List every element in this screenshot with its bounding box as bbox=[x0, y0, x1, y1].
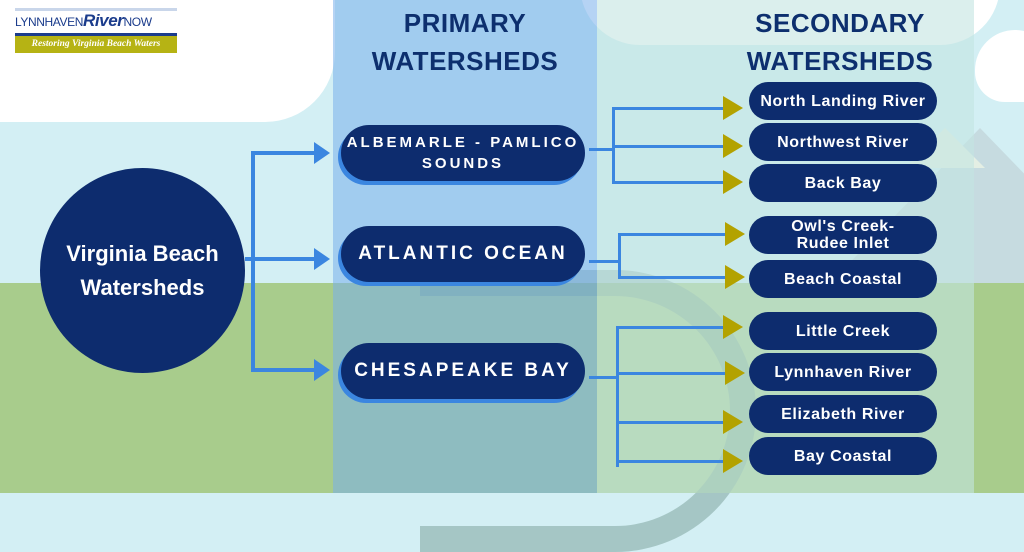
secondary-node-elizabeth-river: Elizabeth River bbox=[749, 395, 937, 433]
secondary-node-north-landing-river: North Landing River bbox=[749, 82, 937, 120]
albemarle-connector-stub bbox=[589, 148, 615, 151]
connector-branch bbox=[616, 460, 724, 463]
logo-text-now: NOW bbox=[123, 15, 153, 29]
heading-line: PRIMARY bbox=[403, 8, 527, 38]
primary-node-chesapeake-bay: CHESAPEAKE BAY bbox=[341, 343, 585, 399]
primary-label-line: SOUNDS bbox=[421, 155, 505, 172]
connector-branch bbox=[612, 107, 724, 110]
secondary-node-back-bay: Back Bay bbox=[749, 164, 937, 202]
connector-to-albemarle bbox=[251, 151, 317, 155]
root-node-virginia-beach-watersheds: Virginia Beach Watersheds bbox=[40, 168, 245, 373]
arrow-right-icon bbox=[723, 449, 743, 473]
secondary-node-owls-creek-rudee-inlet: Owl's Creek- Rudee Inlet bbox=[749, 216, 937, 254]
logo-text-lynnhaven: LYNNHAVEN bbox=[15, 15, 83, 29]
primary-label: CHESAPEAKE BAY bbox=[354, 360, 572, 381]
secondary-node-little-creek: Little Creek bbox=[749, 312, 937, 350]
secondary-label: Little Creek bbox=[795, 322, 891, 340]
connector-branch bbox=[616, 326, 724, 329]
connector-branch bbox=[618, 276, 726, 279]
arrow-right-icon bbox=[723, 134, 743, 158]
connector-branch bbox=[612, 145, 724, 148]
secondary-label: Bay Coastal bbox=[793, 447, 893, 465]
connector-to-atlantic bbox=[251, 257, 317, 261]
secondary-label-line: Owl's Creek- bbox=[791, 218, 895, 235]
arrow-right-icon bbox=[723, 410, 743, 434]
secondary-label: Elizabeth River bbox=[781, 405, 905, 423]
atlantic-connector-trunk bbox=[618, 233, 621, 279]
arrow-right-icon bbox=[725, 222, 745, 246]
lynnhaven-river-now-logo: LYNNHAVENRiverNOW Restoring Virginia Bea… bbox=[15, 8, 177, 53]
secondary-label: North Landing River bbox=[760, 92, 926, 110]
secondary-node-beach-coastal: Beach Coastal bbox=[749, 260, 937, 298]
atlantic-connector-stub bbox=[589, 260, 621, 263]
heading-line: WATERSHEDS bbox=[746, 46, 934, 76]
logo-text-river: River bbox=[82, 11, 124, 30]
primary-node-albemarle-pamlico: ALBEMARLE - PAMLICO SOUNDS bbox=[341, 125, 585, 181]
connector-to-chesapeake bbox=[251, 368, 317, 372]
secondary-node-bay-coastal: Bay Coastal bbox=[749, 437, 937, 475]
connector-branch bbox=[616, 421, 724, 424]
secondary-label: Beach Coastal bbox=[783, 270, 903, 288]
secondary-label-line: Rudee Inlet bbox=[796, 235, 890, 252]
logo-tagline: Restoring Virginia Beach Waters bbox=[15, 33, 177, 53]
arrow-right-icon bbox=[314, 142, 330, 164]
arrow-right-icon bbox=[725, 265, 745, 289]
logo-wordmark: LYNNHAVENRiverNOW bbox=[15, 8, 177, 33]
secondary-label: Lynnhaven River bbox=[774, 363, 912, 381]
primary-watersheds-heading: PRIMARY WATERSHEDS bbox=[333, 4, 597, 80]
connector-branch bbox=[612, 181, 724, 184]
root-connector-trunk bbox=[251, 151, 255, 372]
primary-label: ATLANTIC OCEAN bbox=[358, 243, 568, 264]
arrow-right-icon bbox=[725, 361, 745, 385]
chesapeake-connector-trunk bbox=[616, 326, 619, 467]
secondary-node-lynnhaven-river: Lynnhaven River bbox=[749, 353, 937, 391]
primary-node-atlantic-ocean: ATLANTIC OCEAN bbox=[341, 226, 585, 282]
heading-line: WATERSHEDS bbox=[371, 46, 559, 76]
arrow-right-icon bbox=[723, 315, 743, 339]
root-label-line: Virginia Beach bbox=[66, 240, 219, 266]
secondary-label: Northwest River bbox=[777, 133, 909, 151]
heading-line: SECONDARY bbox=[755, 8, 925, 38]
secondary-watersheds-heading: SECONDARY WATERSHEDS bbox=[700, 4, 980, 80]
chesapeake-connector-stub bbox=[589, 376, 619, 379]
secondary-node-northwest-river: Northwest River bbox=[749, 123, 937, 161]
arrow-right-icon bbox=[723, 96, 743, 120]
primary-label-line: ALBEMARLE - PAMLICO bbox=[346, 134, 580, 151]
arrow-right-icon bbox=[314, 359, 330, 381]
arrow-right-icon bbox=[314, 248, 330, 270]
secondary-label: Back Bay bbox=[804, 174, 882, 192]
root-connector-stub bbox=[245, 257, 255, 261]
connector-branch bbox=[618, 233, 726, 236]
connector-branch bbox=[616, 372, 726, 375]
arrow-right-icon bbox=[723, 170, 743, 194]
root-label-line: Watersheds bbox=[80, 274, 205, 300]
